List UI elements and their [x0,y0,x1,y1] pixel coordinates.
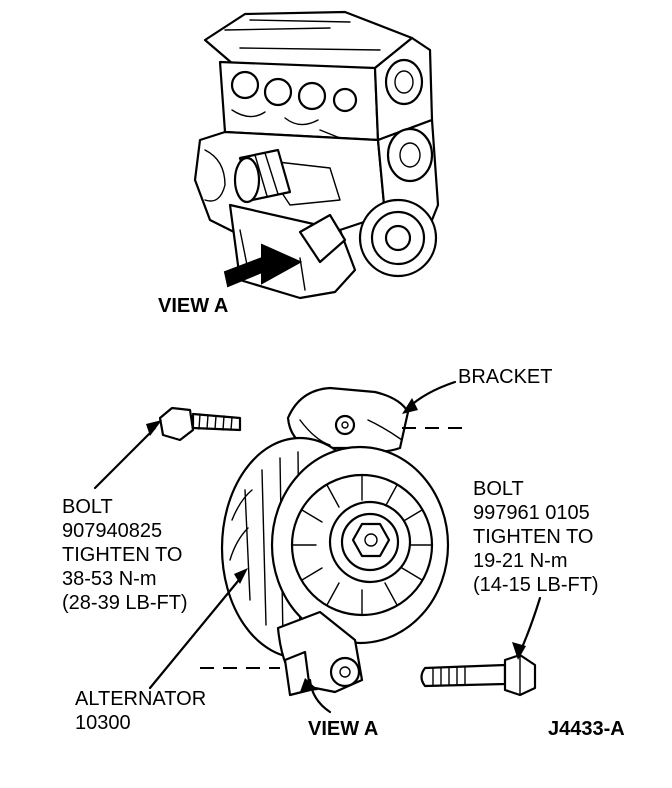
figure-id: J4433-A [548,718,625,740]
view-a-label-top: VIEW A [158,295,228,317]
view-a-arrow-top [223,243,303,288]
alternator-fan [290,473,434,617]
left-bolt-line-5: (28-39 LB-FT) [62,592,188,614]
right-bolt-line-5: (14-15 LB-FT) [473,574,599,596]
right-bolt-line-2: 997961 0105 [473,502,590,524]
view-a-label-bottom: VIEW A [308,718,378,740]
leader-lines [93,380,542,690]
left-bolt-line-1: BOLT [62,496,113,518]
bracket-label: BRACKET [458,366,552,388]
alternator-part-number: 10300 [75,712,131,734]
left-bolt-line-2: 907940825 [62,520,162,542]
alternator-callout: ALTERNATOR 10300 [75,688,206,734]
left-bolt [158,406,242,442]
left-bolt-callout: BOLT 907940825 TIGHTEN TO 38-53 N-m (28-… [62,496,188,614]
engine-illustration [193,10,440,300]
alternator-illustration [220,386,450,697]
right-bolt-line-1: BOLT [473,478,524,500]
left-bolt-line-3: TIGHTEN TO [62,544,182,566]
right-bolt-callout: BOLT 997961 0105 TIGHTEN TO 19-21 N-m (1… [473,478,599,596]
alternator-label: ALTERNATOR [75,688,206,710]
left-bolt-line-4: 38-53 N-m [62,568,156,590]
right-bolt [420,653,537,697]
right-bolt-line-3: TIGHTEN TO [473,526,593,548]
right-bolt-line-4: 19-21 N-m [473,550,567,572]
